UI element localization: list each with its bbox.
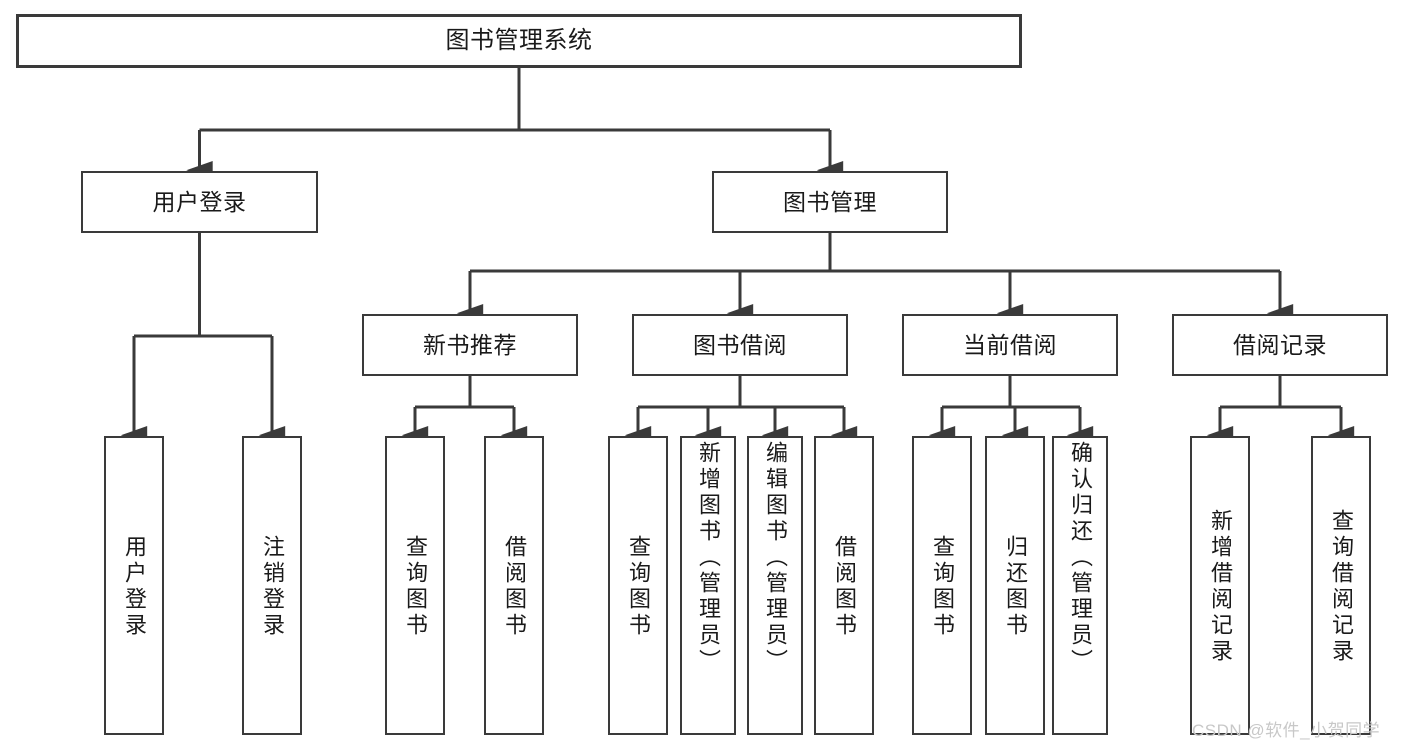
node-l-cb-query[interactable]: 查询图书 [912, 436, 972, 735]
node-current[interactable]: 当前借阅 [902, 314, 1118, 376]
node-l-cb-conf[interactable]: 确认归还（管理员） [1052, 436, 1108, 735]
node-l-bw-query[interactable]: 查询图书 [608, 436, 668, 735]
node-records[interactable]: 借阅记录 [1172, 314, 1388, 376]
node-l-nb-query[interactable]: 查询图书 [385, 436, 445, 735]
node-label: 借阅图书 [502, 534, 527, 639]
node-label: 新增图书（管理员） [696, 441, 721, 675]
node-label: 用户登录 [122, 534, 147, 639]
node-l-rc-add[interactable]: 新增借阅记录 [1190, 436, 1250, 735]
node-label: 图书借阅 [693, 331, 787, 358]
node-l-bw-edit[interactable]: 编辑图书（管理员） [747, 436, 803, 735]
node-login[interactable]: 用户登录 [81, 171, 318, 233]
node-label: 图书管理系统 [445, 27, 593, 55]
watermark: CSDN @软件_小贺同学 [1192, 721, 1381, 740]
node-l-cb-return[interactable]: 归还图书 [985, 436, 1045, 735]
node-label: 当前借阅 [963, 331, 1057, 358]
node-label: 查询借阅记录 [1329, 508, 1354, 665]
edge-group [120, 68, 1355, 445]
node-borrow[interactable]: 图书借阅 [632, 314, 848, 376]
node-l-bw-add[interactable]: 新增图书（管理员） [680, 436, 736, 735]
node-label: 新书推荐 [423, 331, 517, 358]
node-label: 归还图书 [1003, 534, 1028, 639]
node-label: 查询图书 [626, 534, 651, 639]
node-l-nb-borrow[interactable]: 借阅图书 [484, 436, 544, 735]
node-l-bw-lend[interactable]: 借阅图书 [814, 436, 874, 735]
node-label: 查询图书 [403, 534, 428, 639]
node-l-logout[interactable]: 注销登录 [242, 436, 302, 735]
node-label: 借阅图书 [832, 534, 857, 639]
node-l-rc-query[interactable]: 查询借阅记录 [1311, 436, 1371, 735]
node-l-login[interactable]: 用户登录 [104, 436, 164, 735]
node-label: 编辑图书（管理员） [763, 441, 788, 675]
node-bookmgmt[interactable]: 图书管理 [712, 171, 948, 233]
node-label: 图书管理 [783, 188, 877, 215]
node-label: 注销登录 [260, 534, 285, 639]
node-label: 借阅记录 [1233, 331, 1327, 358]
node-root[interactable]: 图书管理系统 [16, 14, 1022, 68]
node-label: 确认归还（管理员） [1068, 441, 1093, 675]
node-label: 查询图书 [930, 534, 955, 639]
node-label: 用户登录 [152, 188, 247, 215]
node-newbook[interactable]: 新书推荐 [362, 314, 578, 376]
node-label: 新增借阅记录 [1208, 508, 1233, 665]
